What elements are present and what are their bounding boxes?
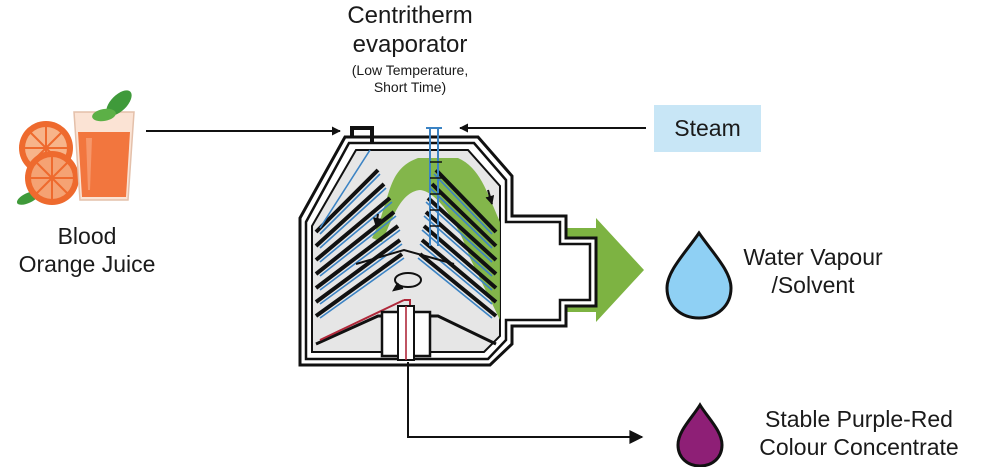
vapour-label-line-1: Water Vapour (743, 244, 883, 270)
evaporator-subtitle: (Low Temperature, Short Time) (300, 62, 520, 96)
concentrate-label-line-1: Stable Purple-Red (765, 406, 953, 432)
subtitle-line-2: Short Time) (373, 78, 447, 95)
rotation-icon (392, 272, 422, 292)
steam-box: Steam (654, 105, 761, 152)
steam-label: Steam (674, 115, 741, 141)
water-drop-icon (665, 230, 733, 320)
title-line-1: Centritherm (347, 2, 473, 29)
concentrate-output-arrow (407, 362, 644, 444)
input-label-line-2: Orange Juice (18, 250, 156, 277)
vapour-label-line-2: /Solvent (771, 271, 855, 298)
concentrate-drop-icon (676, 402, 724, 468)
title-line-2: evaporator (352, 30, 468, 58)
orange-juice-icon (16, 90, 135, 205)
input-label: Blood Orange Juice (2, 223, 172, 278)
centritherm-evaporator (298, 126, 598, 367)
concentrate-output-label: Stable Purple-Red Colour Concentrate (734, 406, 984, 461)
input-label-line-1: Blood (57, 223, 117, 249)
vapour-output-label: Water Vapour /Solvent (728, 244, 898, 299)
subtitle-line-1: (Low Temperature, (351, 62, 469, 78)
evaporator-title: Centritherm evaporator (300, 2, 520, 60)
feed-inlet-pipe (350, 126, 374, 142)
concentrate-label-line-2: Colour Concentrate (759, 433, 959, 460)
